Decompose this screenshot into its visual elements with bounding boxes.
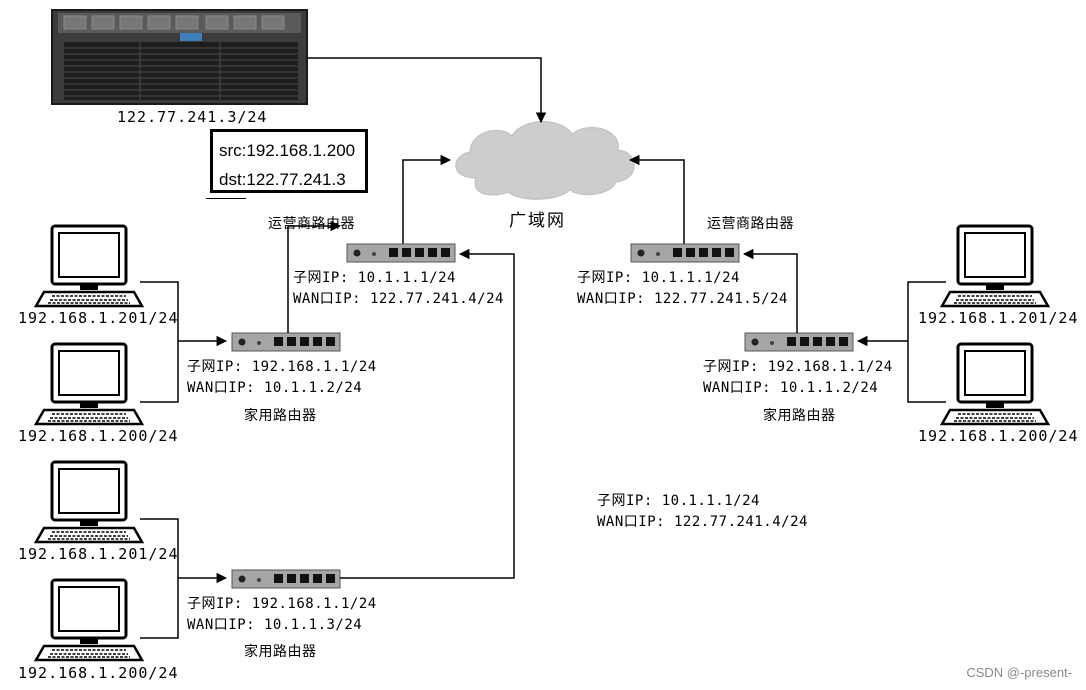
home-router-1-uplink [287, 220, 342, 333]
pc-left-c-icon [34, 460, 144, 544]
pc-left-c-ip: 192.168.1.201/24 [18, 545, 179, 563]
home-router-1-subnet: 子网IP: 192.168.1.1/24 [187, 359, 377, 375]
wan-cloud [455, 121, 635, 200]
packet-dst: dst:122.77.241.3 [219, 170, 346, 189]
left-isp-subnet: 子网IP: 10.1.1.1/24 [293, 270, 456, 286]
home-router-3-subnet: 子网IP: 192.168.1.1/24 [703, 359, 893, 375]
pc-left-a-icon [34, 224, 144, 308]
home-router-2-uplink [340, 248, 515, 579]
home-router-3-uplink [742, 248, 798, 333]
home-router-2-subnet: 子网IP: 192.168.1.1/24 [187, 596, 377, 612]
home-router-1-wan: WAN口IP: 10.1.1.2/24 [187, 380, 363, 396]
pc-left-a-ip: 192.168.1.201/24 [18, 309, 179, 327]
pc-left-d-ip: 192.168.1.200/24 [18, 664, 179, 682]
pc-right-a-icon [940, 224, 1050, 308]
home-router-2-wan: WAN口IP: 10.1.1.3/24 [187, 617, 363, 633]
pc-left-b-ip: 192.168.1.200/24 [18, 427, 179, 445]
divider [206, 198, 246, 199]
home-router-2-title: 家用路由器 [244, 644, 317, 660]
right-isp-title: 运营商路由器 [707, 216, 794, 232]
left-isp-router-icon [346, 243, 456, 263]
server-to-cloud-link [307, 57, 547, 124]
left-isp-wan: WAN口IP: 122.77.241.4/24 [293, 291, 504, 307]
home-router-3-wan: WAN口IP: 10.1.1.2/24 [703, 380, 879, 396]
right-isp-router-icon [630, 243, 740, 263]
note-subnet: 子网IP: 10.1.1.1/24 [597, 493, 760, 509]
packet-header-box: src:192.168.1.200 dst:122.77.241.3 [210, 129, 368, 193]
server-ip-label: 122.77.241.3/24 [117, 108, 268, 126]
left-isp-title: 运营商路由器 [268, 216, 355, 232]
pc-right-b-icon [940, 342, 1050, 426]
note-wan: WAN口IP: 122.77.241.4/24 [597, 514, 808, 530]
home-router-2-icon [231, 569, 341, 589]
wan-label: 广域网 [509, 211, 566, 231]
left-isp-to-cloud-link [402, 154, 452, 244]
right-isp-to-cloud-link [628, 154, 685, 244]
home-router-3-icon [744, 332, 854, 352]
right-isp-subnet: 子网IP: 10.1.1.1/24 [577, 270, 740, 286]
pc-right-b-ip: 192.168.1.200/24 [918, 427, 1079, 445]
pc-right-a-ip: 192.168.1.201/24 [918, 309, 1079, 327]
pc-left-b-icon [34, 342, 144, 426]
home-router-1-icon [231, 332, 341, 352]
home-router-3-title: 家用路由器 [763, 408, 836, 424]
home-router-1-title: 家用路由器 [244, 408, 317, 424]
pc-left-d-icon [34, 578, 144, 662]
packet-src: src:192.168.1.200 [219, 141, 356, 160]
watermark: CSDN @-present- [966, 665, 1072, 680]
rack-server [51, 9, 308, 105]
right-isp-wan: WAN口IP: 122.77.241.5/24 [577, 291, 788, 307]
